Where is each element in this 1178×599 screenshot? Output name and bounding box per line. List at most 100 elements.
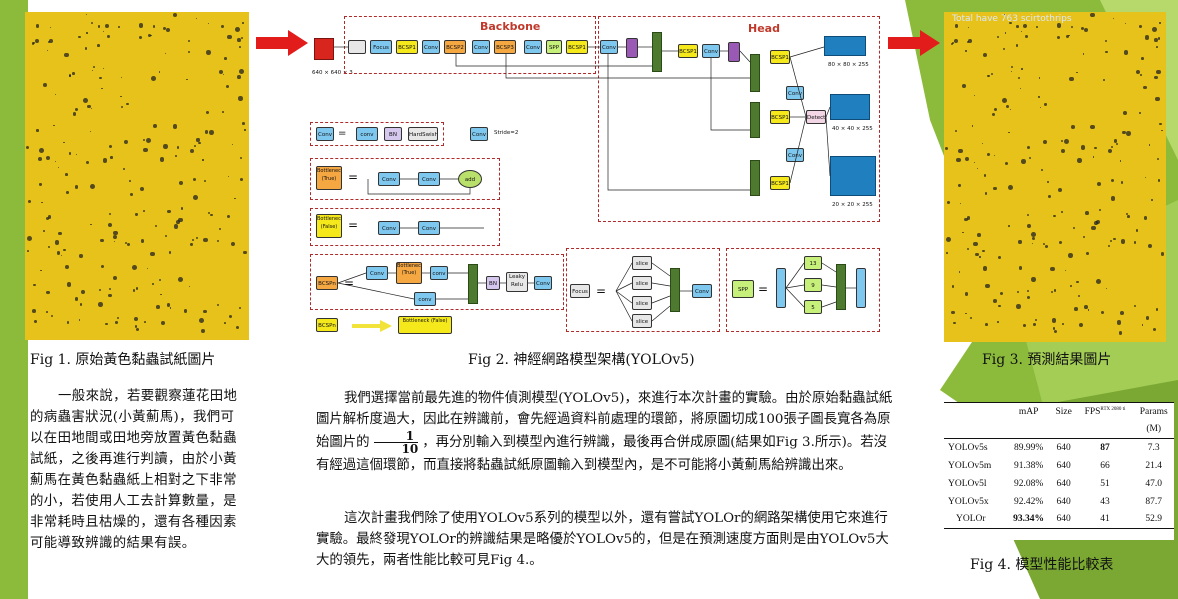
insect-spot <box>1018 240 1022 244</box>
insect-spot <box>1147 243 1152 248</box>
insect-spot <box>199 318 204 323</box>
insect-spot <box>124 139 129 144</box>
insect-spot <box>1058 240 1062 245</box>
table-row: YOLOv5l 92.08% 640 51 47.0 <box>944 475 1174 493</box>
insect-spot <box>68 152 72 156</box>
insect-spot <box>1101 311 1105 315</box>
bottleneck-false-block: Bottleneck (False) <box>316 214 342 238</box>
insect-spot <box>1113 18 1115 20</box>
conv-block: Conv <box>786 86 804 100</box>
insect-spot <box>1085 210 1089 215</box>
insect-spot <box>178 277 184 283</box>
right-arrow-icon <box>352 320 392 332</box>
insect-spot <box>1021 68 1023 70</box>
add-block: add <box>458 170 482 188</box>
left-green-band <box>0 0 28 599</box>
insect-spot <box>966 216 971 220</box>
insect-spot <box>139 23 144 28</box>
insect-spot <box>108 144 113 149</box>
fps-value: 51 <box>1100 478 1110 489</box>
bcsp1-block: BCSP1 <box>396 40 418 54</box>
insect-spot <box>960 203 962 205</box>
insect-spot <box>1034 318 1038 321</box>
insect-spot <box>46 50 49 52</box>
insect-spot <box>183 309 187 313</box>
insect-spot <box>1078 322 1084 327</box>
conv-block: Conv <box>524 40 542 54</box>
insect-spot <box>1122 130 1126 135</box>
insect-spot <box>168 250 172 254</box>
insect-spot <box>51 315 54 318</box>
params-value: 47.0 <box>1145 478 1163 489</box>
insect-spot <box>237 37 241 42</box>
insect-spot <box>951 285 955 288</box>
insect-spot <box>968 39 972 43</box>
insect-spot <box>241 121 245 125</box>
insect-spot <box>1004 14 1006 16</box>
insect-spot <box>135 287 139 291</box>
bcsp3-block: BCSP3 <box>494 40 516 54</box>
table-row: YOLOv5m 91.38% 640 66 21.4 <box>944 457 1174 475</box>
insect-spot <box>91 108 93 110</box>
insect-spot <box>176 219 180 224</box>
bottleneck-true-legend <box>310 158 500 200</box>
insect-spot <box>43 83 47 88</box>
insect-spot <box>193 144 196 147</box>
insect-spot <box>993 108 997 112</box>
insect-spot <box>156 305 160 309</box>
insect-spot <box>1060 139 1064 142</box>
fig2-caption: Fig 2. 神經網路模型架構(YOLOv5) <box>468 352 695 368</box>
insect-spot <box>1045 244 1049 248</box>
insect-spot <box>976 167 979 170</box>
insect-spot <box>985 322 988 326</box>
insect-spot <box>1060 211 1063 213</box>
insect-spot <box>172 124 178 129</box>
insect-spot <box>153 124 158 128</box>
insect-spot <box>1027 214 1030 217</box>
insect-spot <box>48 41 51 44</box>
bcspn-block: BCSPn <box>316 318 338 332</box>
map-value: 92.08% <box>1013 478 1044 489</box>
insect-spot <box>953 39 958 44</box>
insect-spot <box>205 110 210 115</box>
insect-spot <box>84 47 87 50</box>
insect-spot <box>1156 46 1159 48</box>
conv-small-block: conv <box>430 266 448 280</box>
insect-spot <box>956 157 961 162</box>
insect-spot <box>89 183 95 189</box>
insect-spot <box>49 26 51 28</box>
insect-spot <box>241 37 244 40</box>
insect-spot <box>1151 199 1153 201</box>
insect-spot <box>114 320 118 324</box>
insect-spot <box>1107 244 1111 248</box>
insect-spot <box>946 237 952 243</box>
table-row: YOLOr 93.34% 640 41 52.9 <box>944 510 1174 529</box>
insect-spot <box>1109 240 1112 243</box>
insect-spot <box>985 283 990 289</box>
insect-spot <box>227 34 232 40</box>
insect-spot <box>193 194 198 200</box>
insect-spot <box>221 24 225 28</box>
insect-spot <box>234 197 236 200</box>
insect-spot <box>1155 308 1158 311</box>
insect-spot <box>128 180 131 183</box>
conv-block: Conv <box>600 40 618 54</box>
insect-spot <box>1143 216 1148 220</box>
params-value: 52.9 <box>1133 510 1174 529</box>
insect-spot <box>1139 73 1142 76</box>
concat-block <box>652 32 662 72</box>
insect-spot <box>41 202 43 204</box>
insect-spot <box>146 268 148 270</box>
insect-spot <box>1118 331 1123 335</box>
insect-spot <box>125 241 128 244</box>
insect-spot <box>239 69 244 75</box>
insect-spot <box>148 34 152 38</box>
insect-spot <box>1135 70 1140 75</box>
output-size-label: 40 × 40 × 255 <box>832 126 873 132</box>
insect-spot <box>1159 22 1161 24</box>
conv-block: Conv <box>786 148 804 162</box>
insect-spot <box>89 223 92 226</box>
insect-spot <box>201 329 205 333</box>
insect-spot <box>32 308 37 313</box>
insect-spot <box>63 141 65 144</box>
